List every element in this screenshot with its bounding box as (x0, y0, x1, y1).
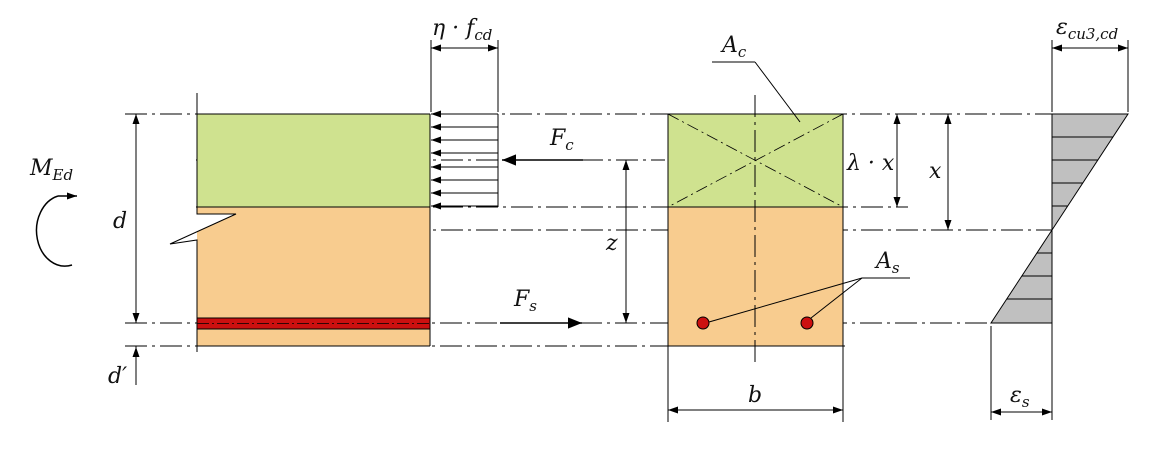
rebar-dot (800, 316, 814, 330)
ac-leader (754, 61, 801, 123)
x-label: x (929, 159, 942, 184)
beam-compression-zone (197, 114, 430, 207)
moment-symbol: MEd (29, 156, 77, 267)
area-c-label: Ac (720, 33, 747, 61)
lambda-x-label: λ · x (846, 151, 895, 176)
force-s-label: Fs (513, 287, 537, 315)
d-dimension: d d′ (108, 114, 140, 389)
force-c-label: Fc (549, 126, 574, 154)
as-leader (708, 277, 863, 323)
section-diagonal (667, 113, 844, 208)
strain-compression-triangle (1051, 113, 1129, 232)
break-line (169, 93, 237, 352)
area-s-label: As (874, 249, 900, 277)
stress-block: η · fcd (430, 16, 499, 210)
as-leader (810, 277, 863, 319)
z-label: z (605, 231, 618, 256)
strain-diagram: εcu3,cd εs (990, 15, 1129, 420)
d-prime-label: d′ (108, 364, 127, 389)
b-label: b (748, 383, 762, 408)
stress-label: η · fcd (432, 16, 492, 44)
rebar-dot (696, 316, 710, 330)
internal-forces: Fc Fs z (500, 126, 630, 329)
d-label: d (113, 209, 127, 234)
eps-cu-label: εcu3,cd (1056, 15, 1118, 43)
cross-section: Ac As b λ · x x (667, 33, 952, 422)
moment-label: MEd (29, 156, 73, 184)
eps-s-label: εs (1010, 383, 1030, 411)
beam-elevation (169, 93, 431, 352)
moment-arc (35, 195, 73, 267)
